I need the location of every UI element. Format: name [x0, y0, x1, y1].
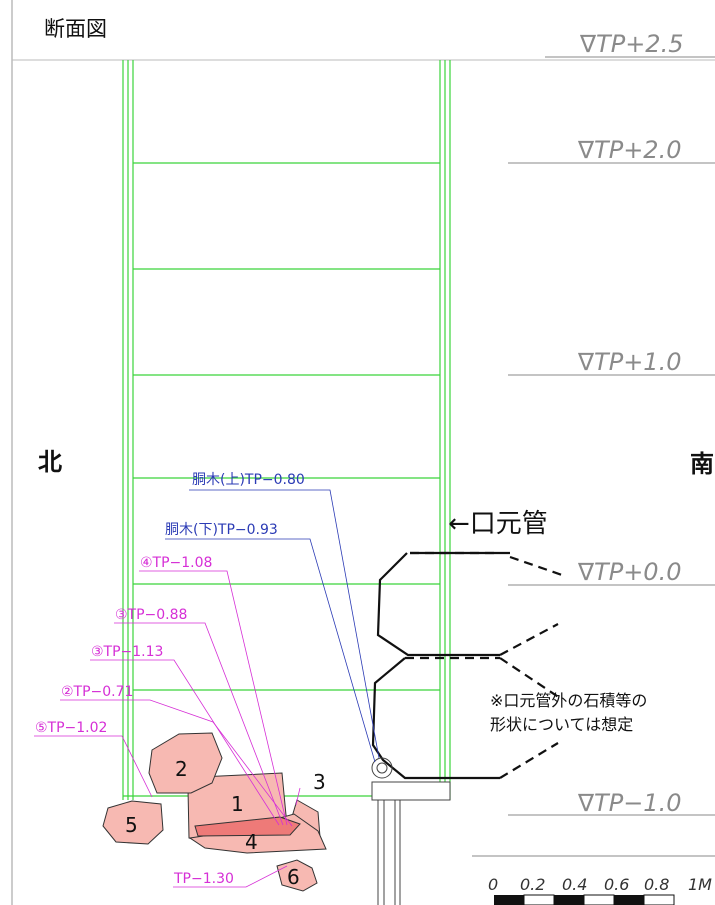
- level-lines: [508, 56, 715, 816]
- stone-number-3: 3: [313, 770, 326, 794]
- callout-5-tp: ⑤TP−1.02: [35, 720, 107, 736]
- stone-number-4: 4: [245, 830, 258, 854]
- log-base: [371, 757, 451, 905]
- scale-segment-1: [494, 895, 524, 905]
- stone-5: [102, 800, 164, 845]
- magenta-leaders: [34, 570, 301, 888]
- stone-number-1: 1: [231, 792, 244, 816]
- pipe-dashed-extension: [405, 551, 563, 779]
- level-tp-2-5: ∇TP+2.5: [579, 30, 683, 58]
- stones: [102, 732, 327, 892]
- scale-label-0-8: 0.8: [644, 875, 669, 894]
- callout-4-tp: ④TP−1.08: [140, 555, 212, 571]
- callout-log-upper: 胴木(上)TP−0.80: [192, 472, 305, 488]
- level-tp-minus-1-0: ∇TP−1.0: [577, 789, 681, 817]
- scale-label-0-6: 0.6: [604, 875, 629, 894]
- stone-2: [148, 732, 223, 794]
- stone-4-inner: [194, 816, 301, 837]
- note-line-2: 形状については想定: [490, 715, 633, 734]
- note-line-1: ※口元管外の石積等の: [490, 691, 647, 710]
- wall-grid: [122, 60, 451, 800]
- stone-number-2: 2: [175, 757, 188, 781]
- callout-3-tp-upper: ③TP−0.88: [115, 607, 187, 623]
- scale-segment-2: [523, 894, 555, 905]
- scale-segment-4: [583, 894, 615, 905]
- callout-6-tp: TP−1.30: [173, 871, 234, 887]
- scale-label-0: 0: [488, 875, 498, 894]
- scale-bar: 0 0.2 0.4 0.6 0.8 1M: [472, 855, 715, 905]
- level-tp-2-0: ∇TP+2.0: [577, 136, 681, 164]
- stone-number-5: 5: [125, 813, 138, 837]
- pipe-outline: [371, 551, 510, 780]
- pipe-label: ←口元管: [448, 509, 548, 539]
- scale-label-0-4: 0.4: [562, 875, 587, 894]
- level-tp-0-0: ∇TP+0.0: [577, 558, 681, 586]
- level-tp-1-0: ∇TP+1.0: [577, 348, 681, 376]
- scale-segment-5: [614, 895, 644, 905]
- south-label: 南: [690, 450, 714, 478]
- callout-2-tp: ②TP−0.71: [61, 684, 133, 700]
- scale-segment-3: [554, 895, 584, 905]
- diagram-title: 断面図: [44, 17, 107, 41]
- stone-6: [276, 859, 318, 892]
- callout-3-tp-lower: ③TP−1.13: [91, 644, 163, 660]
- scale-label-1m: 1M: [688, 875, 712, 894]
- blue-leaders: [165, 489, 380, 763]
- callout-log-lower: 胴木(下)TP−0.93: [165, 522, 278, 538]
- scale-label-0-2: 0.2: [520, 875, 545, 894]
- stone-number-6: 6: [287, 865, 300, 889]
- north-label: 北: [38, 448, 62, 476]
- scale-segment-6: [643, 894, 675, 905]
